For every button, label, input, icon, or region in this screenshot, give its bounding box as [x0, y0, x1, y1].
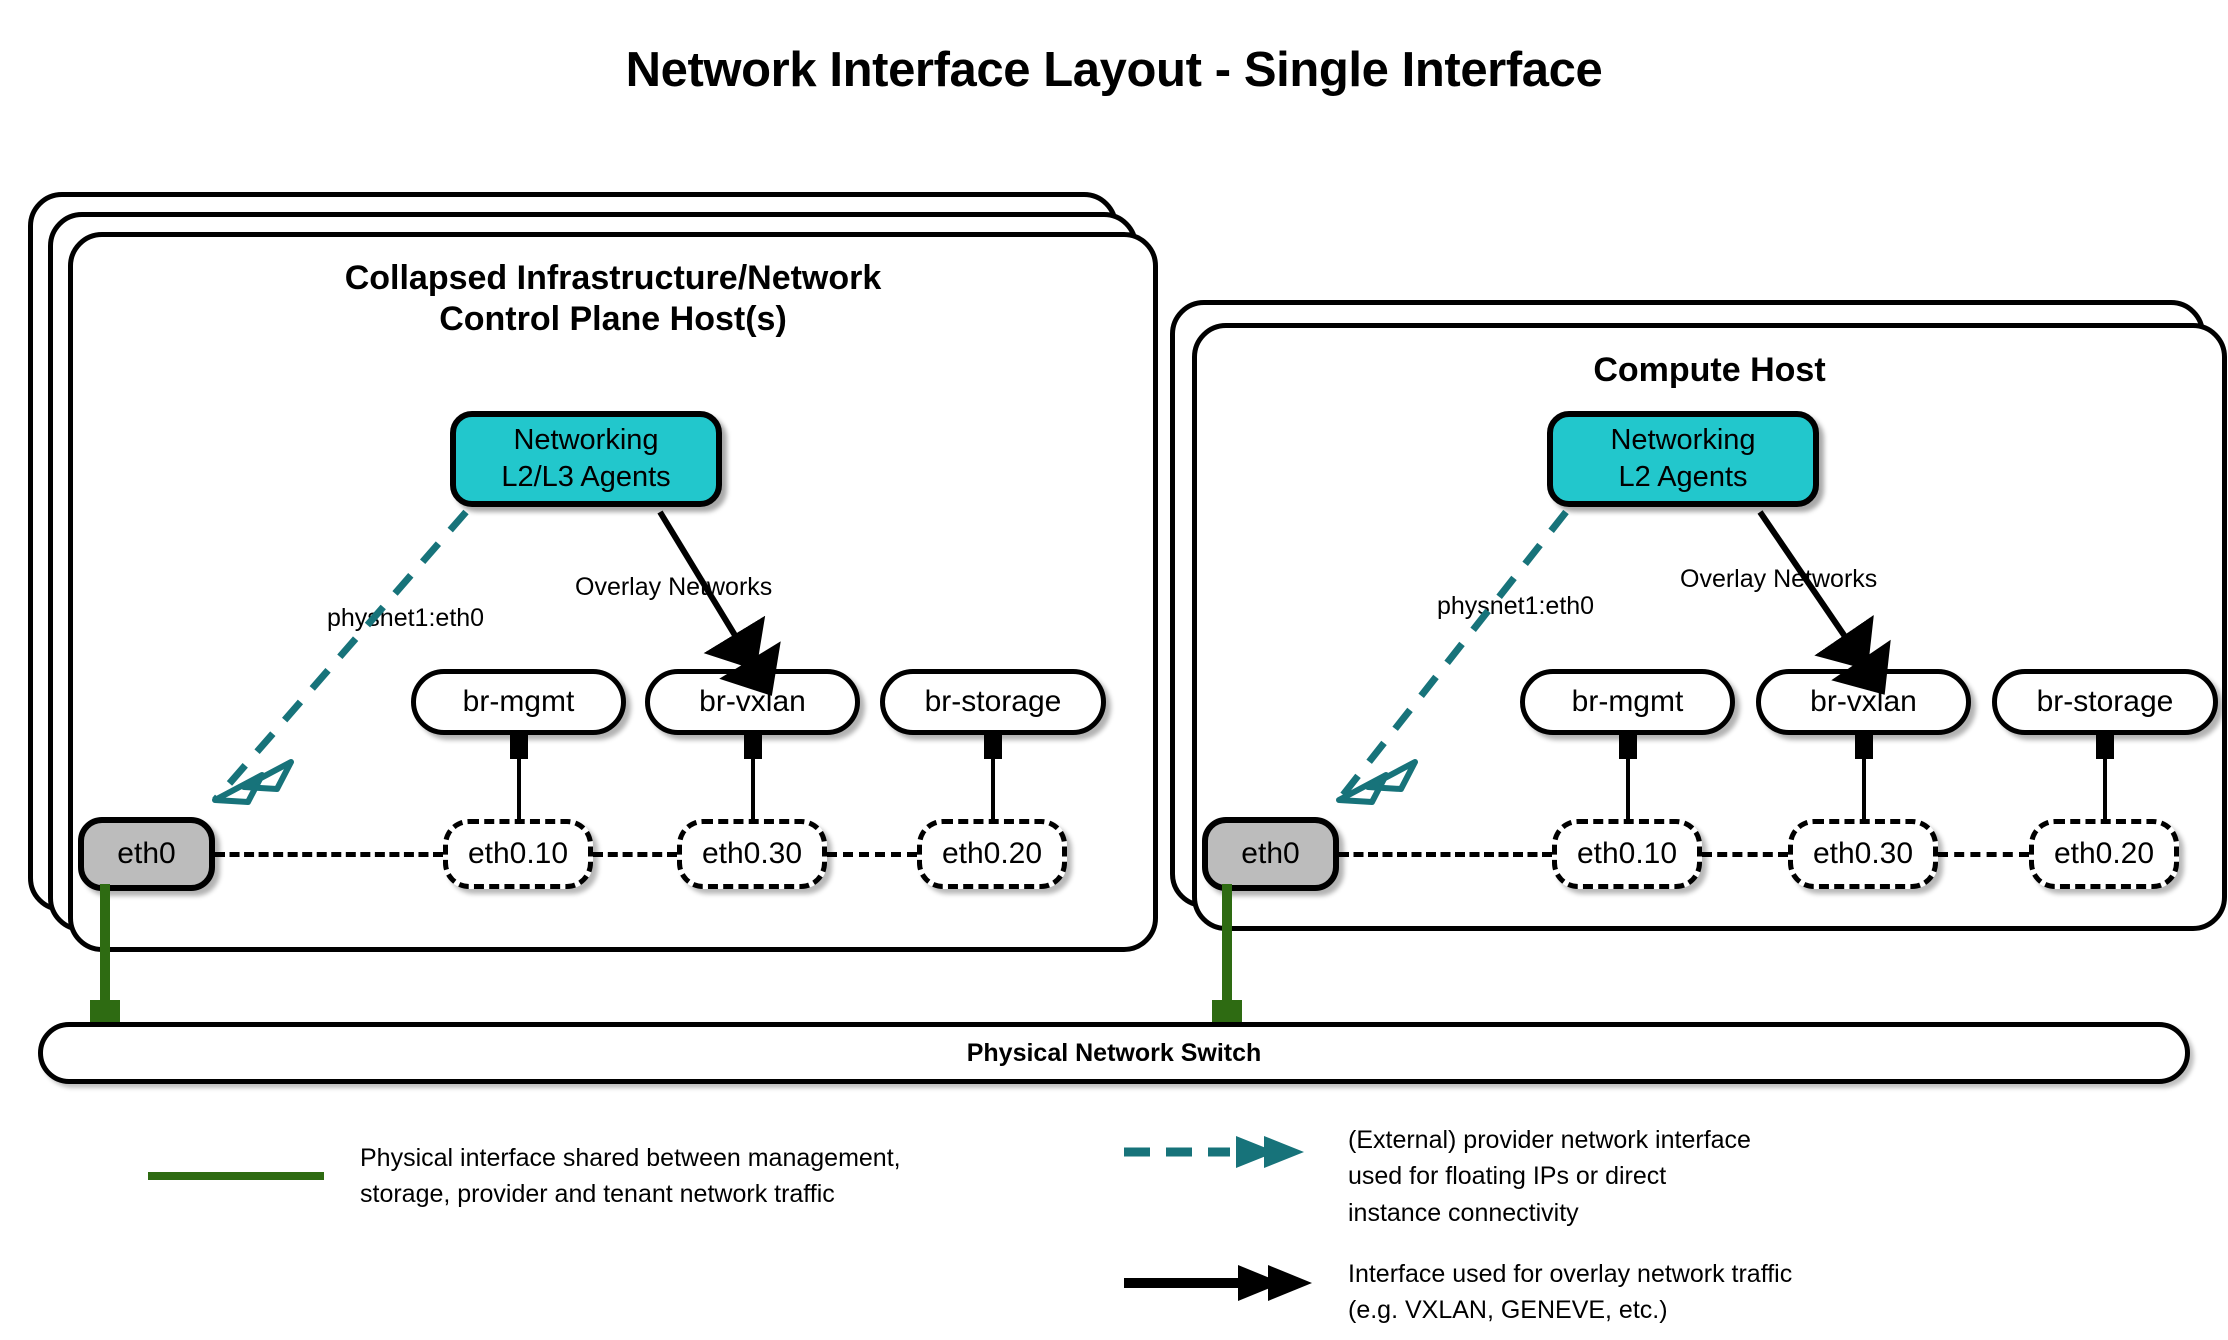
agent-label-line2: L2 Agents	[1618, 461, 1748, 493]
vlan-chain-link-1-compute	[1702, 852, 1788, 857]
legend-provider-text: (External) provider network interface us…	[1348, 1126, 1751, 1227]
bridge-node-br-storage-control-plane[interactable]: br-storage	[880, 669, 1106, 735]
vlan-node-eth0-20-compute[interactable]: eth0.20	[2029, 819, 2179, 889]
bridge-label: br-storage	[924, 685, 1062, 718]
overlay-edge-label-compute: Overlay Networks	[1680, 565, 1878, 593]
vlan-chain-link-2-control-plane	[827, 852, 917, 857]
vlan-node-eth0-10-control-plane[interactable]: eth0.10	[443, 819, 593, 889]
vlan-label: eth0.30	[701, 837, 803, 870]
networking-agents-node-compute[interactable]: Networking L2 Agents	[1547, 411, 1819, 507]
vlan-chain-link-1-control-plane	[593, 852, 677, 857]
vlan-label: eth0.10	[467, 837, 569, 870]
bridge-to-vlan-link-mgmt-control-plane	[517, 733, 521, 821]
bridge-to-vlan-link-storage-control-plane	[991, 733, 995, 821]
physical-cable-control-plane	[100, 884, 110, 1024]
vlan-node-eth0-30-compute[interactable]: eth0.30	[1788, 819, 1938, 889]
switch-label: Physical Network Switch	[966, 1038, 1262, 1067]
vlan-node-eth0-10-compute[interactable]: eth0.10	[1552, 819, 1702, 889]
physical-network-switch[interactable]: Physical Network Switch	[38, 1022, 2190, 1084]
bridge-node-br-storage-compute[interactable]: br-storage	[1992, 669, 2218, 735]
host-title-control-plane: Collapsed Infrastructure/Network Control…	[68, 258, 1158, 341]
host-title-compute: Compute Host	[1192, 350, 2227, 391]
vlan-label: eth0.20	[2053, 837, 2155, 870]
legend-physical-text: Physical interface shared between manage…	[360, 1144, 901, 1209]
physical-nic-eth0-control-plane[interactable]: eth0	[78, 817, 215, 891]
provider-edge-label-control-plane: physnet1:eth0	[327, 604, 485, 632]
bridge-to-vlan-link-vxlan-compute	[1862, 733, 1866, 821]
bridge-node-br-mgmt-control-plane[interactable]: br-mgmt	[411, 669, 626, 735]
physical-cable-compute	[1222, 884, 1232, 1024]
vlan-label: eth0.30	[1812, 837, 1914, 870]
page-title: Network Interface Layout - Single Interf…	[625, 43, 1603, 97]
vlan-label: eth0.10	[1576, 837, 1678, 870]
nic-to-vlan-trunk-compute	[1339, 852, 1552, 857]
bridge-node-br-vxlan-control-plane[interactable]: br-vxlan	[645, 669, 860, 735]
legend-provider-arrow-icon	[1124, 1136, 1304, 1168]
bridge-label: br-mgmt	[1571, 685, 1684, 718]
bridge-to-vlan-link-vxlan-control-plane	[751, 733, 755, 821]
bridge-to-vlan-link-storage-compute	[2103, 733, 2107, 821]
agent-label-line2: L2/L3 Agents	[501, 461, 671, 493]
bridge-label: br-vxlan	[699, 685, 806, 718]
overlay-edge-label-control-plane: Overlay Networks	[575, 573, 773, 601]
bridge-label: br-storage	[2036, 685, 2174, 718]
bridge-label: br-vxlan	[1810, 685, 1917, 718]
legend-overlay-arrow-icon	[1124, 1265, 1312, 1301]
vlan-chain-link-2-compute	[1938, 852, 2029, 857]
bridge-node-br-vxlan-compute[interactable]: br-vxlan	[1756, 669, 1971, 735]
vlan-node-eth0-30-control-plane[interactable]: eth0.30	[677, 819, 827, 889]
vlan-node-eth0-20-control-plane[interactable]: eth0.20	[917, 819, 1067, 889]
nic-label: eth0	[1241, 837, 1300, 870]
bridge-label: br-mgmt	[462, 685, 575, 718]
vlan-label: eth0.20	[941, 837, 1043, 870]
legend-overlay-text: Interface used for overlay network traff…	[1348, 1260, 1793, 1325]
host-title-line2: Control Plane Host(s)	[439, 300, 787, 339]
host-title-line1: Collapsed Infrastructure/Network	[344, 259, 882, 297]
nic-label: eth0	[117, 837, 176, 870]
provider-edge-label-compute: physnet1:eth0	[1437, 592, 1595, 620]
legend-physical-line-icon	[148, 1172, 324, 1180]
networking-agents-node-control-plane[interactable]: Networking L2/L3 Agents	[450, 411, 722, 507]
nic-to-vlan-trunk-control-plane	[215, 852, 443, 857]
agent-label-line1: Networking	[1610, 423, 1756, 456]
agent-label-line1: Networking	[513, 423, 659, 456]
bridge-to-vlan-link-mgmt-compute	[1626, 733, 1630, 821]
physical-nic-eth0-compute[interactable]: eth0	[1202, 817, 1339, 891]
host-title-line1: Compute Host	[1593, 351, 1826, 389]
bridge-node-br-mgmt-compute[interactable]: br-mgmt	[1520, 669, 1735, 735]
